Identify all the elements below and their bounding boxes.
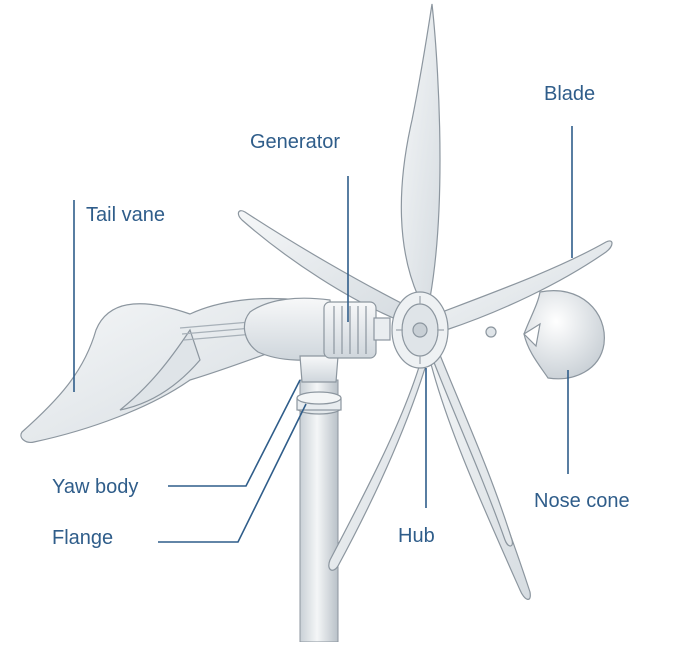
blade-top <box>400 3 441 299</box>
label-tail-vane: Tail vane <box>86 204 165 226</box>
label-generator: Generator <box>250 131 341 153</box>
leader-lines <box>73 126 573 543</box>
label-blade: Blade <box>544 83 596 105</box>
lower-blades <box>328 349 531 600</box>
label-nose-cone: Nose cone <box>534 490 630 512</box>
hub <box>391 291 449 369</box>
blade-upper-left <box>237 210 406 321</box>
tower-pole <box>299 379 339 643</box>
yaw-body <box>299 355 339 383</box>
label-yaw-body: Yaw body <box>52 476 139 498</box>
label-flange: Flange <box>52 527 114 549</box>
leader-line-yaw-body <box>168 379 301 487</box>
nose-cone <box>523 290 605 380</box>
tail-vane <box>20 297 301 443</box>
label-hub: Hub <box>398 525 435 547</box>
flange <box>296 391 342 415</box>
generator <box>323 301 391 359</box>
blade-right <box>441 240 613 331</box>
leader-line-flange <box>158 403 307 543</box>
hub-bolt <box>485 326 497 338</box>
nacelle-body <box>243 297 335 361</box>
